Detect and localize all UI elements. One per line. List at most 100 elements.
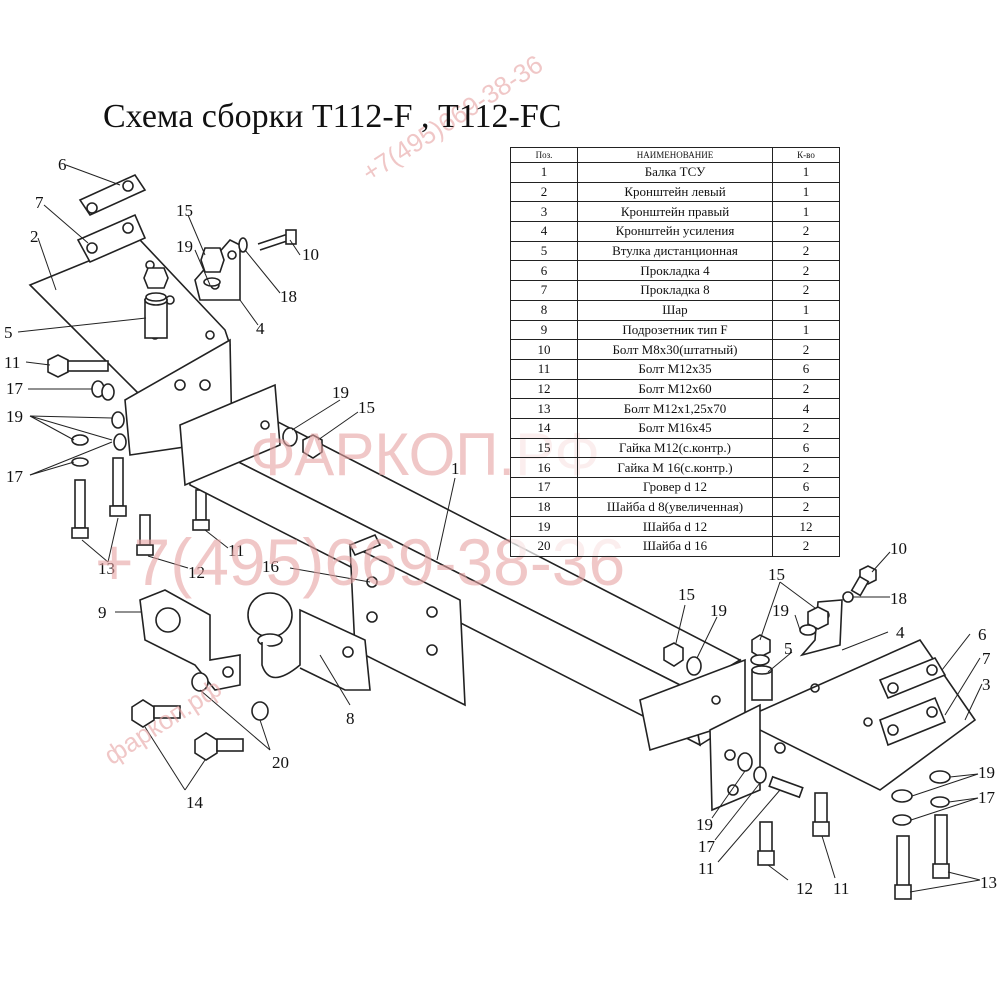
row-qty: 2 [772,457,840,478]
bolts-14-washers-20 [131,672,269,761]
callout-2: 2 [30,227,39,246]
row-pos: 15 [510,437,578,459]
callout-11-left-b: 11 [228,541,244,560]
callout-4-right: 4 [896,623,905,642]
row-qty: 2 [772,417,840,439]
callout-10-left: 10 [302,245,319,264]
callout-6-left: 6 [58,155,67,174]
row-name: Гайка М12(с.контр.) [577,437,773,459]
callout-17-right-a: 17 [978,788,996,807]
row-name: Шар [577,299,773,321]
left-fasteners [47,354,210,556]
row-pos: 11 [510,358,578,380]
row-qty: 1 [772,201,840,223]
row-qty: 4 [772,398,840,419]
row-pos: 13 [510,398,578,419]
callout-19-right-a: 19 [772,601,789,620]
row-qty: 1 [772,162,840,183]
row-qty: 12 [772,516,840,538]
row-name: Гайка М 16(с.контр.) [577,457,773,478]
callout-11-right-b: 11 [833,879,849,898]
row-pos: 2 [510,181,578,203]
row-pos: 4 [510,221,578,242]
parts-table-header: Поз. НАИМЕНОВАНИЕ К-во [510,147,840,163]
header-name: НАИМЕНОВАНИЕ [577,147,773,163]
row-name: Подрозетник тип F [577,319,773,341]
callout-6-right: 6 [978,625,987,644]
right-shims-6-7 [878,657,947,747]
tow-beam-1 [179,383,746,752]
callout-17-right-b: 17 [698,837,716,856]
callout-18-right: 18 [890,589,907,608]
row-name: Болт М12х1,25х70 [577,398,773,419]
callout-19-left-b: 19 [176,237,193,256]
callout-15-right-a: 15 [768,565,785,584]
header-qty: К-во [772,147,840,163]
callout-10-right: 10 [890,539,907,558]
row-name: Болт М16х45 [577,417,773,439]
row-name: Болт М8х30(штатный) [577,339,773,360]
row-pos: 1 [510,162,578,183]
callout-19-left-a: 19 [6,407,23,426]
row-pos: 5 [510,240,578,262]
row-name: Кронштейн левый [577,181,773,203]
row-name: Болт М12х60 [577,378,773,400]
row-name: Шайба d 12 [577,516,773,538]
callout-11-left-a: 11 [4,353,20,372]
row-qty: 2 [772,221,840,242]
row-name: Прокладка 4 [577,260,773,282]
row-name: Болт М12х35 [577,358,773,380]
callout-11-right-a: 11 [698,859,714,878]
row-qty: 2 [772,378,840,400]
row-qty: 2 [772,496,840,518]
callout-19-right-d: 19 [696,815,713,834]
callout-5-left: 5 [4,323,13,342]
callout-9: 9 [98,603,107,622]
row-pos: 6 [510,260,578,282]
row-name: Шайба d 8(увеличенная) [577,496,773,518]
row-name: Кронштейн усиления [577,221,773,242]
left-reinforcement-4 [194,229,297,301]
callout-15-right-b: 15 [678,585,695,604]
row-name: Втулка дистанционная [577,240,773,262]
row-name: Гровер d 12 [577,477,773,498]
row-qty: 6 [772,437,840,459]
callout-15-center: 15 [358,398,375,417]
callout-19-right-b: 19 [710,601,727,620]
row-pos: 16 [510,457,578,478]
row-name: Прокладка 8 [577,280,773,301]
left-spacer-5 [143,267,169,339]
row-qty: 6 [772,358,840,380]
row-qty: 6 [772,477,840,498]
row-pos: 7 [510,280,578,301]
row-qty: 1 [772,319,840,341]
row-pos: 3 [510,201,578,223]
callout-7-left: 7 [35,193,44,212]
row-qty: 1 [772,299,840,321]
socket-plate-9 [139,589,241,691]
row-pos: 18 [510,496,578,518]
row-qty: 2 [772,536,840,557]
callout-20: 20 [272,753,289,772]
row-name: Балка ТСУ [577,162,773,183]
callout-1: 1 [451,459,460,478]
row-pos: 12 [510,378,578,400]
callout-14: 14 [186,793,204,812]
header-pos: Поз. [510,147,578,163]
